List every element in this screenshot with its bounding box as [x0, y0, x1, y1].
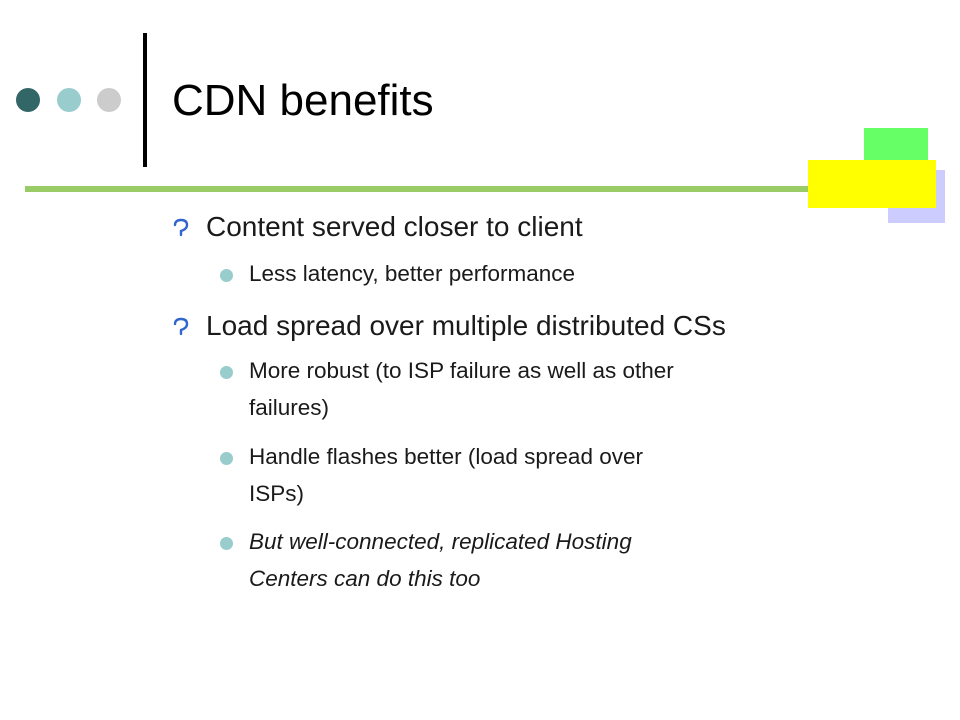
decor-dot-mid	[57, 88, 81, 112]
bullet-item: Load spread over multiple distributed CS…	[206, 310, 726, 341]
sub-bullet-item-line-1: Handle flashes better (load spread over	[249, 444, 643, 469]
sub-bullet-item-line-2: failures)	[249, 395, 330, 420]
decor-square-yellow	[808, 160, 936, 208]
sub-bullet-dot-icon	[220, 269, 233, 282]
bullet-item: Content served closer to client	[206, 211, 583, 242]
sub-bullet-dot-icon	[220, 366, 233, 379]
sub-bullet-item-line-2: Centers can do this too	[249, 566, 481, 591]
bullet-marker-icon	[173, 317, 189, 336]
decor-dot-dark	[16, 88, 40, 112]
decor-horizontal-rule	[25, 186, 820, 192]
sub-bullet-dot-icon	[220, 452, 233, 465]
decor-dot-light	[97, 88, 121, 112]
bullet-marker-icon	[173, 218, 189, 237]
slide-title: CDN benefits	[172, 76, 434, 125]
sub-bullet-item-line-2: ISPs)	[249, 481, 305, 506]
sub-bullet-item-line-1: But well-connected, replicated Hosting	[249, 529, 632, 554]
sub-bullet-item-line-1: More robust (to ISP failure as well as o…	[249, 358, 674, 383]
sub-bullet-item: Less latency, better performance	[249, 261, 575, 286]
sub-bullet-dot-icon	[220, 537, 233, 550]
decor-vertical-bar	[143, 33, 147, 167]
